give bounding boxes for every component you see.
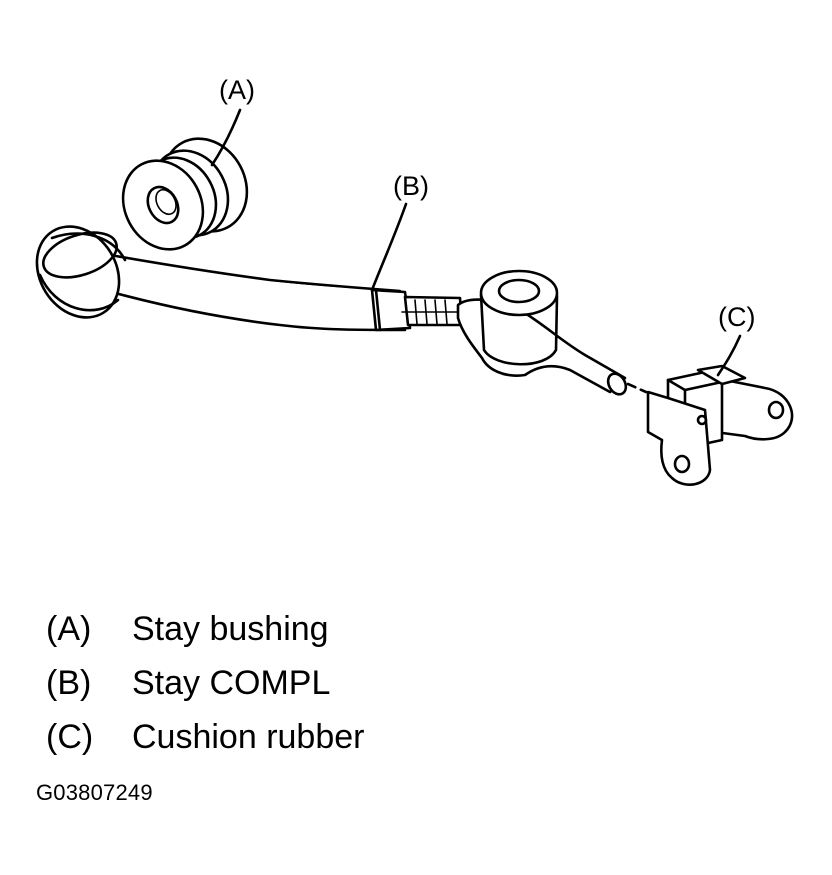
legend-text: Stay COMPL	[132, 664, 331, 702]
callout-label-a: (A)	[219, 75, 255, 105]
legend-text: Cushion rubber	[132, 718, 365, 756]
callout-label-b: (B)	[393, 171, 429, 201]
legend-text: Stay bushing	[132, 610, 329, 648]
legend-row-a: (A) Stay bushing	[46, 602, 606, 656]
cushion-rubber-part	[646, 364, 794, 486]
legend-key: (B)	[46, 664, 92, 702]
stay-compl-part	[35, 225, 648, 396]
callout-label-c: (C)	[718, 302, 755, 332]
figure-code: G03807249	[36, 780, 153, 805]
exploded-parts-drawing: (A) (B) (C)	[35, 75, 794, 486]
parts-legend: (A) Stay bushing (B) Stay COMPL (C) Cush…	[46, 602, 606, 764]
leader-lines	[210, 108, 742, 377]
legend-key: (C)	[46, 718, 94, 756]
legend-row-b: (B) Stay COMPL	[46, 656, 606, 710]
stay-bushing-part	[121, 137, 249, 251]
legend-key: (A)	[46, 610, 92, 648]
legend-row-c: (C) Cushion rubber	[46, 710, 606, 764]
